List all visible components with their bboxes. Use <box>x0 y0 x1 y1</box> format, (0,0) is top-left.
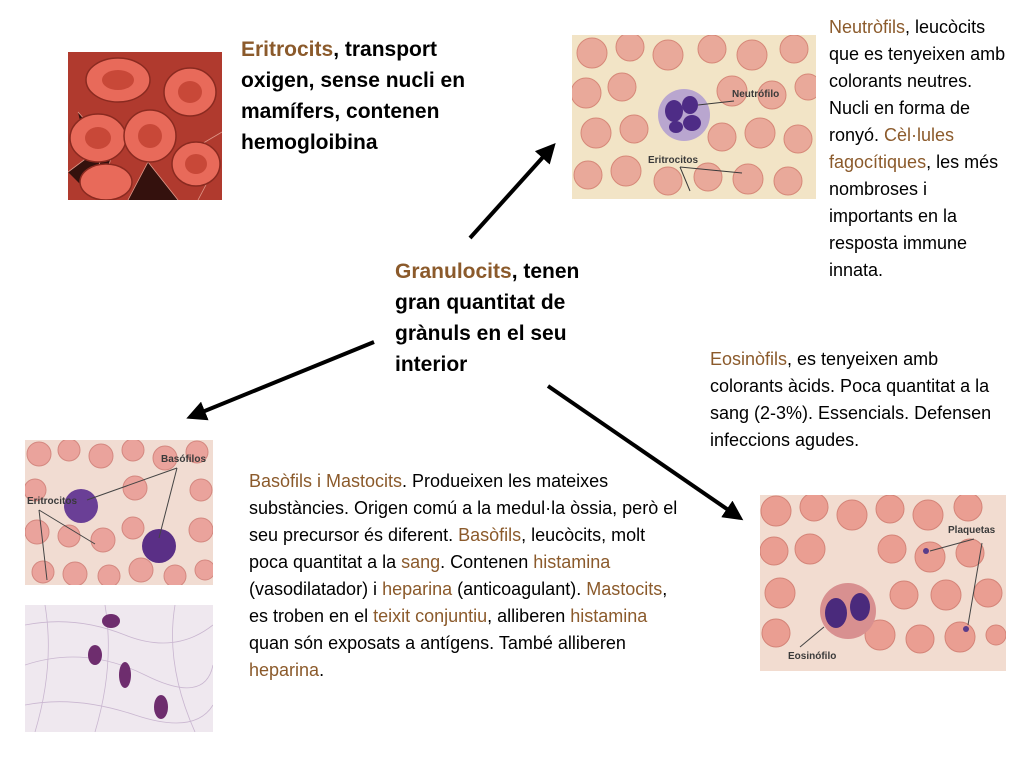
basofils-term: Basòfils <box>458 525 522 545</box>
basofilos-label: Basófilos <box>161 454 206 465</box>
eosinophil-micrograph: Plaquetas Eosinófilo <box>760 495 1006 671</box>
neutrophil-micrograph: Neutrófilo Eritrocitos <box>572 35 816 199</box>
basofils-text-2: . Produeixen les mateixes substàncies. O… <box>249 471 678 545</box>
teixit-conjuntiu-term: teixit conjuntiu <box>373 606 488 626</box>
granulocits-term: Granulocits <box>395 260 512 283</box>
eosinofils-text: , es tenyeixen amb colorants àcids. Poca… <box>710 349 992 450</box>
erythrocytes-sem-image <box>68 52 222 200</box>
granulocits-text: , tenen gran quantitat de grànuls en el … <box>395 260 580 376</box>
granulocits-description: Granulocits, tenen gran quantitat de grà… <box>395 256 585 380</box>
eosinofils-description: Eosinòfils, es tenyeixen amb colorants à… <box>710 346 1010 454</box>
eritrocits-term: Eritrocits <box>241 38 334 61</box>
neutrofils-text-2: , les més nombroses i importants en la r… <box>829 152 999 280</box>
basofils-text-16: quan són exposats a antígens. També alli… <box>249 633 626 653</box>
eosinofilo-label: Eosinófilo <box>788 651 836 662</box>
arrow-to-eosinofils <box>546 384 744 521</box>
arrow-to-neutrofils <box>468 143 556 240</box>
histamina-term: histamina <box>533 552 611 572</box>
heparina-term-2: heparina <box>249 660 320 680</box>
basofils-text-10: (anticoagulant). <box>452 579 587 599</box>
eritrocitos-neutro-label: Eritrocitos <box>648 155 698 166</box>
eosinofils-term: Eosinòfils <box>710 349 788 369</box>
plaquetas-label: Plaquetas <box>948 525 996 536</box>
basofils-text-4: , leucòcits, molt poca quantitat a la <box>249 525 646 572</box>
basofils-text-12: , es troben en el <box>249 579 668 626</box>
eritrocits-text: , transport oxigen, sense nucli en mamíf… <box>241 38 466 154</box>
heparina-term: heparina <box>382 579 453 599</box>
neutrofils-term-2: Cèl·lules fagocítiques <box>829 125 955 172</box>
basophil-micrograph: Basófilos Eritrocitos <box>25 440 213 585</box>
basofils-mastocits-term: Basòfils i Mastocits <box>249 471 403 491</box>
sang-term: sang <box>401 552 441 572</box>
mastocits-term: Mastocits <box>586 579 663 599</box>
basofils-text-18: . <box>319 660 325 680</box>
basofils-text-14: , alliberen <box>487 606 571 626</box>
mastocyte-micrograph <box>25 605 213 732</box>
basofils-text-6: . Contenen <box>440 552 534 572</box>
neutrofils-term: Neutròfils <box>829 17 906 37</box>
arrow-to-basofils <box>186 340 375 421</box>
histamina-term-2: histamina <box>570 606 648 626</box>
neutrofils-text-1: , leucòcits que es tenyeixen amb coloran… <box>829 17 1006 145</box>
neutrofilo-label: Neutrófilo <box>732 89 779 100</box>
neutrofils-description: Neutròfils, leucòcits que es tenyeixen a… <box>829 14 1015 284</box>
basofils-text-8: (vasodilatador) i <box>249 579 383 599</box>
eritrocitos-baso-label: Eritrocitos <box>27 496 77 507</box>
basofils-description: Basòfils i Mastocits. Produeixen les mat… <box>249 468 689 684</box>
eritrocits-description: Eritrocits, transport oxigen, sense nucl… <box>241 34 481 158</box>
